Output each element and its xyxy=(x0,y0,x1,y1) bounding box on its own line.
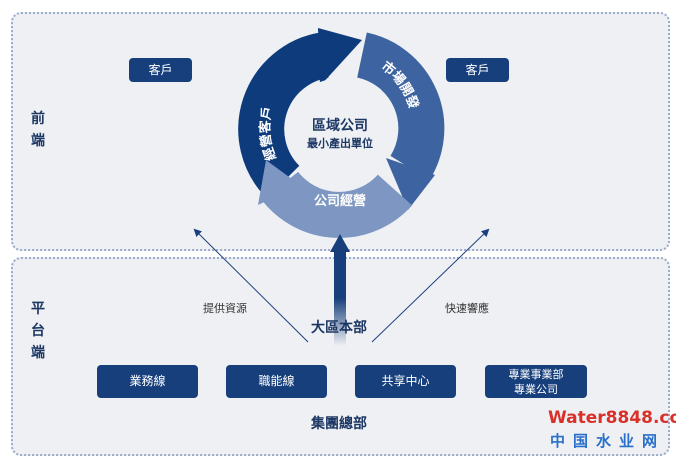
arrowhead-2 xyxy=(386,158,435,210)
provide-resources-label: 提供資源 xyxy=(203,302,247,315)
left-arrow xyxy=(193,228,309,343)
center-subtitle: 最小產出單位 xyxy=(307,136,373,150)
center-title: 區域公司 xyxy=(312,117,368,134)
arrowhead-1 xyxy=(318,28,362,86)
unit-business-line[interactable]: 業務線 xyxy=(97,365,198,398)
watermark-logo: Water8848.com xyxy=(548,408,676,428)
seg3-label: 公司經營 xyxy=(314,193,366,209)
customer-right-button[interactable]: 客戶 xyxy=(446,58,509,82)
segment-company-operation xyxy=(261,171,413,238)
right-arrow xyxy=(371,228,490,343)
arrowhead-3 xyxy=(258,160,300,205)
customer-left-button[interactable]: 客戶 xyxy=(129,58,192,82)
unit-shared-center[interactable]: 共享中心 xyxy=(355,365,456,398)
regional-hq-label: 大區本部 xyxy=(311,320,367,336)
fast-response-label: 快速響應 xyxy=(445,302,489,315)
hub-arrow-shaft xyxy=(334,250,346,346)
segment-market-development xyxy=(356,32,445,181)
unit-professional[interactable]: 專業事業部 專業公司 xyxy=(485,365,587,398)
hub-arrow-head xyxy=(330,234,350,252)
platform-label: 平台端 xyxy=(31,301,45,361)
group-hq-label: 集團總部 xyxy=(311,416,367,432)
unit-function-line[interactable]: 職能線 xyxy=(226,365,327,398)
watermark-cn: 中国水业网 xyxy=(550,432,666,450)
front-label: 前端 xyxy=(31,111,45,149)
